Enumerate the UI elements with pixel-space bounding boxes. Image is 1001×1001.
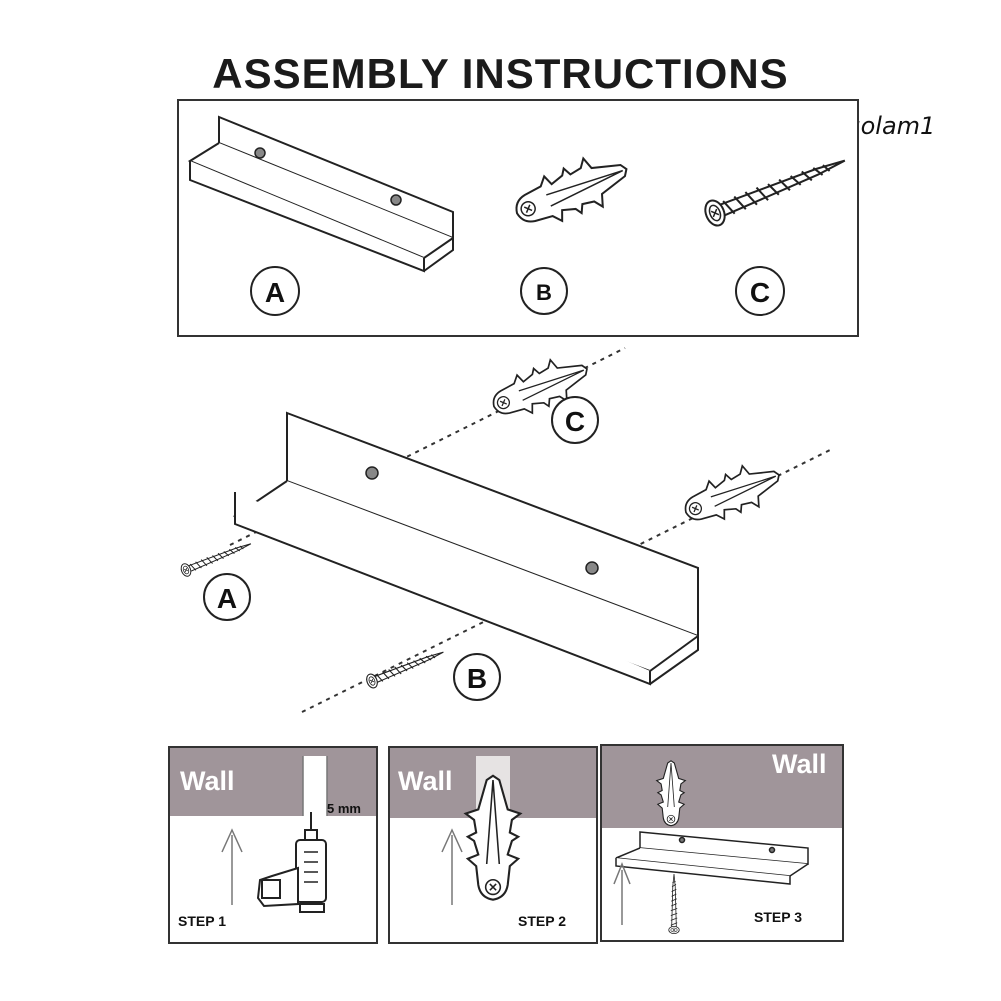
part-label-b: B: [520, 267, 568, 315]
screw-left: [178, 537, 254, 579]
bracket-part-a: [187, 115, 454, 273]
exploded-label-c: C: [551, 396, 599, 444]
svg-text:STEP 3: STEP 3: [754, 909, 802, 925]
exploded-label-b: B: [453, 653, 501, 701]
screw-bottom: [364, 644, 447, 691]
step-3-panel: Wall STEP 3: [600, 744, 844, 942]
step-2-panel: Wall STEP 2: [388, 746, 598, 944]
svg-text:B: B: [536, 280, 552, 305]
svg-text:A: A: [265, 277, 285, 308]
svg-text:C: C: [565, 406, 585, 437]
up-arrow-icon: [441, 828, 463, 905]
svg-text:C: C: [750, 277, 770, 308]
svg-text:STEP 1: STEP 1: [178, 913, 226, 929]
exploded-label-a: A: [203, 573, 251, 621]
part-label-c: C: [735, 266, 785, 316]
wall-anchor-lower: [676, 453, 789, 534]
up-arrow-icon: [613, 861, 631, 925]
svg-text:5 mm: 5 mm: [327, 801, 361, 816]
svg-text:Wall: Wall: [772, 749, 827, 779]
svg-text:B: B: [467, 663, 487, 694]
svg-text:STEP 2: STEP 2: [518, 913, 566, 929]
svg-text:Wall: Wall: [398, 766, 453, 796]
step-1-panel: Wall 5 mm STEP 1: [168, 746, 378, 944]
drill-icon: [256, 812, 327, 913]
up-arrow-icon: [221, 828, 243, 905]
bracket-icon: [615, 831, 809, 885]
drill-hole: [303, 756, 327, 816]
wall-area: [602, 746, 842, 828]
svg-text:Wall: Wall: [180, 766, 235, 796]
svg-text:A: A: [217, 583, 237, 614]
wall-area: [170, 748, 376, 816]
part-label-a: A: [250, 266, 300, 316]
bracket-exploded: [232, 411, 699, 686]
page-title: ASSEMBLY INSTRUCTIONS: [212, 50, 789, 97]
